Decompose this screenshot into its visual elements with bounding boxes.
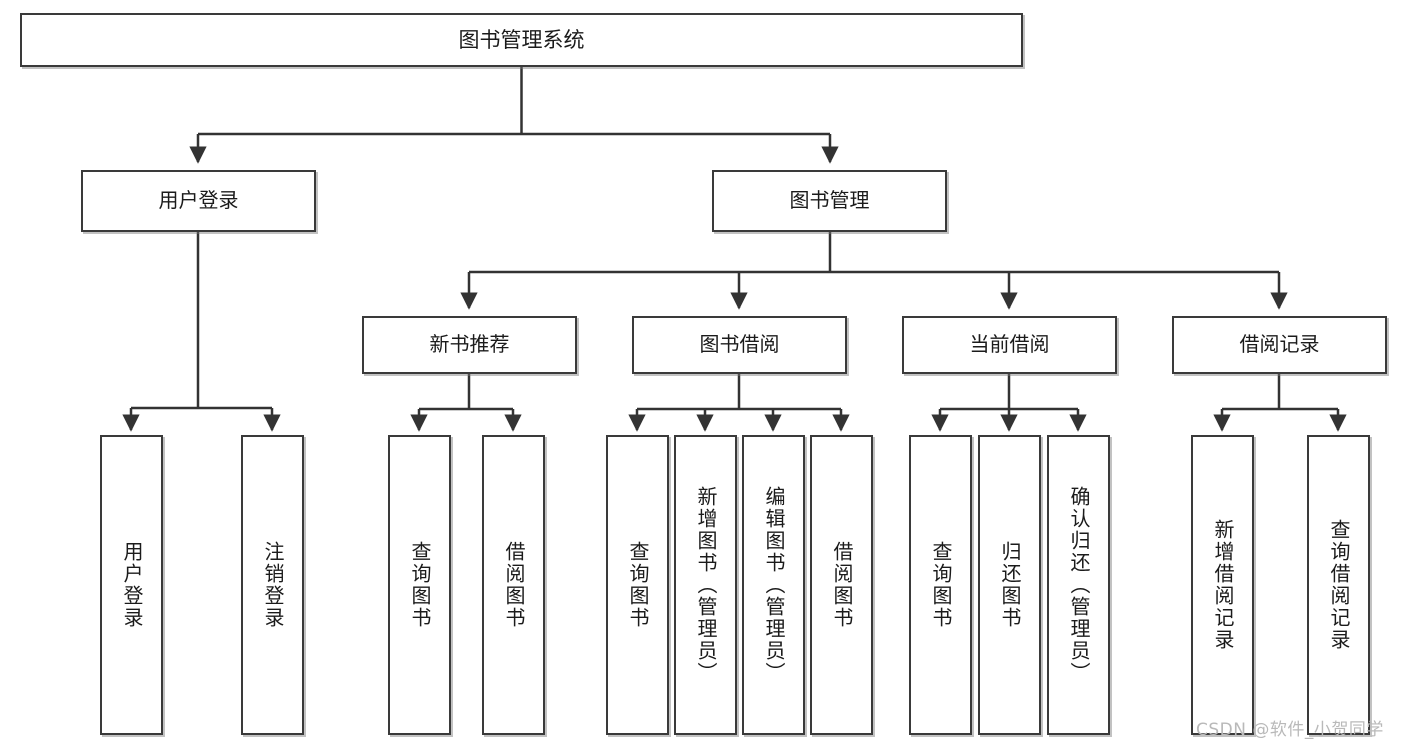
node-label: 图书借阅 (699, 332, 780, 357)
node-leaf-add-borrow-record[interactable]: 新增借阅记录 (1191, 435, 1254, 735)
node-leaf-user-login[interactable]: 用户登录 (100, 435, 163, 735)
csdn-watermark: CSDN @软件_小贺同学 (1196, 720, 1384, 740)
node-label: 查询借阅记录 (1327, 519, 1351, 651)
node-label: 查询图书 (929, 541, 953, 629)
node-leaf-query-book-3[interactable]: 查询图书 (909, 435, 972, 735)
node-label: 新书推荐 (429, 332, 510, 357)
node-label: 当前借阅 (969, 332, 1050, 357)
node-label: 归还图书 (998, 541, 1022, 629)
node-book-borrow[interactable]: 图书借阅 (632, 316, 847, 374)
node-label: 确认归还（管理员） (1067, 486, 1091, 684)
node-leaf-query-borrow-record[interactable]: 查询借阅记录 (1307, 435, 1370, 735)
node-label: 借阅图书 (502, 541, 526, 629)
node-label: 编辑图书（管理员） (762, 486, 786, 684)
node-current-borrow[interactable]: 当前借阅 (902, 316, 1117, 374)
node-label: 图书管理系统 (458, 27, 585, 52)
node-label: 借阅图书 (830, 541, 854, 629)
node-leaf-query-book-2[interactable]: 查询图书 (606, 435, 669, 735)
node-leaf-edit-book-admin[interactable]: 编辑图书（管理员） (742, 435, 805, 735)
node-label: 图书管理 (789, 188, 870, 213)
node-root-book-management-system[interactable]: 图书管理系统 (20, 13, 1023, 67)
node-leaf-query-book-1[interactable]: 查询图书 (388, 435, 451, 735)
node-label: 用户登录 (120, 541, 144, 629)
node-new-book-recommend[interactable]: 新书推荐 (362, 316, 577, 374)
node-leaf-borrow-book-1[interactable]: 借阅图书 (482, 435, 545, 735)
node-borrow-record[interactable]: 借阅记录 (1172, 316, 1387, 374)
node-leaf-logout-login[interactable]: 注销登录 (241, 435, 304, 735)
node-leaf-borrow-book-2[interactable]: 借阅图书 (810, 435, 873, 735)
node-book-management[interactable]: 图书管理 (712, 170, 947, 232)
node-leaf-confirm-return-admin[interactable]: 确认归还（管理员） (1047, 435, 1110, 735)
node-leaf-add-book-admin[interactable]: 新增图书（管理员） (674, 435, 737, 735)
node-label: 新增图书（管理员） (694, 486, 718, 684)
node-label: 借阅记录 (1239, 332, 1320, 357)
node-label: 查询图书 (626, 541, 650, 629)
node-label: 用户登录 (158, 188, 239, 213)
node-user-login[interactable]: 用户登录 (81, 170, 316, 232)
node-label: 新增借阅记录 (1211, 519, 1235, 651)
node-label: 注销登录 (261, 541, 285, 629)
node-leaf-return-book[interactable]: 归还图书 (978, 435, 1041, 735)
node-label: 查询图书 (408, 541, 432, 629)
